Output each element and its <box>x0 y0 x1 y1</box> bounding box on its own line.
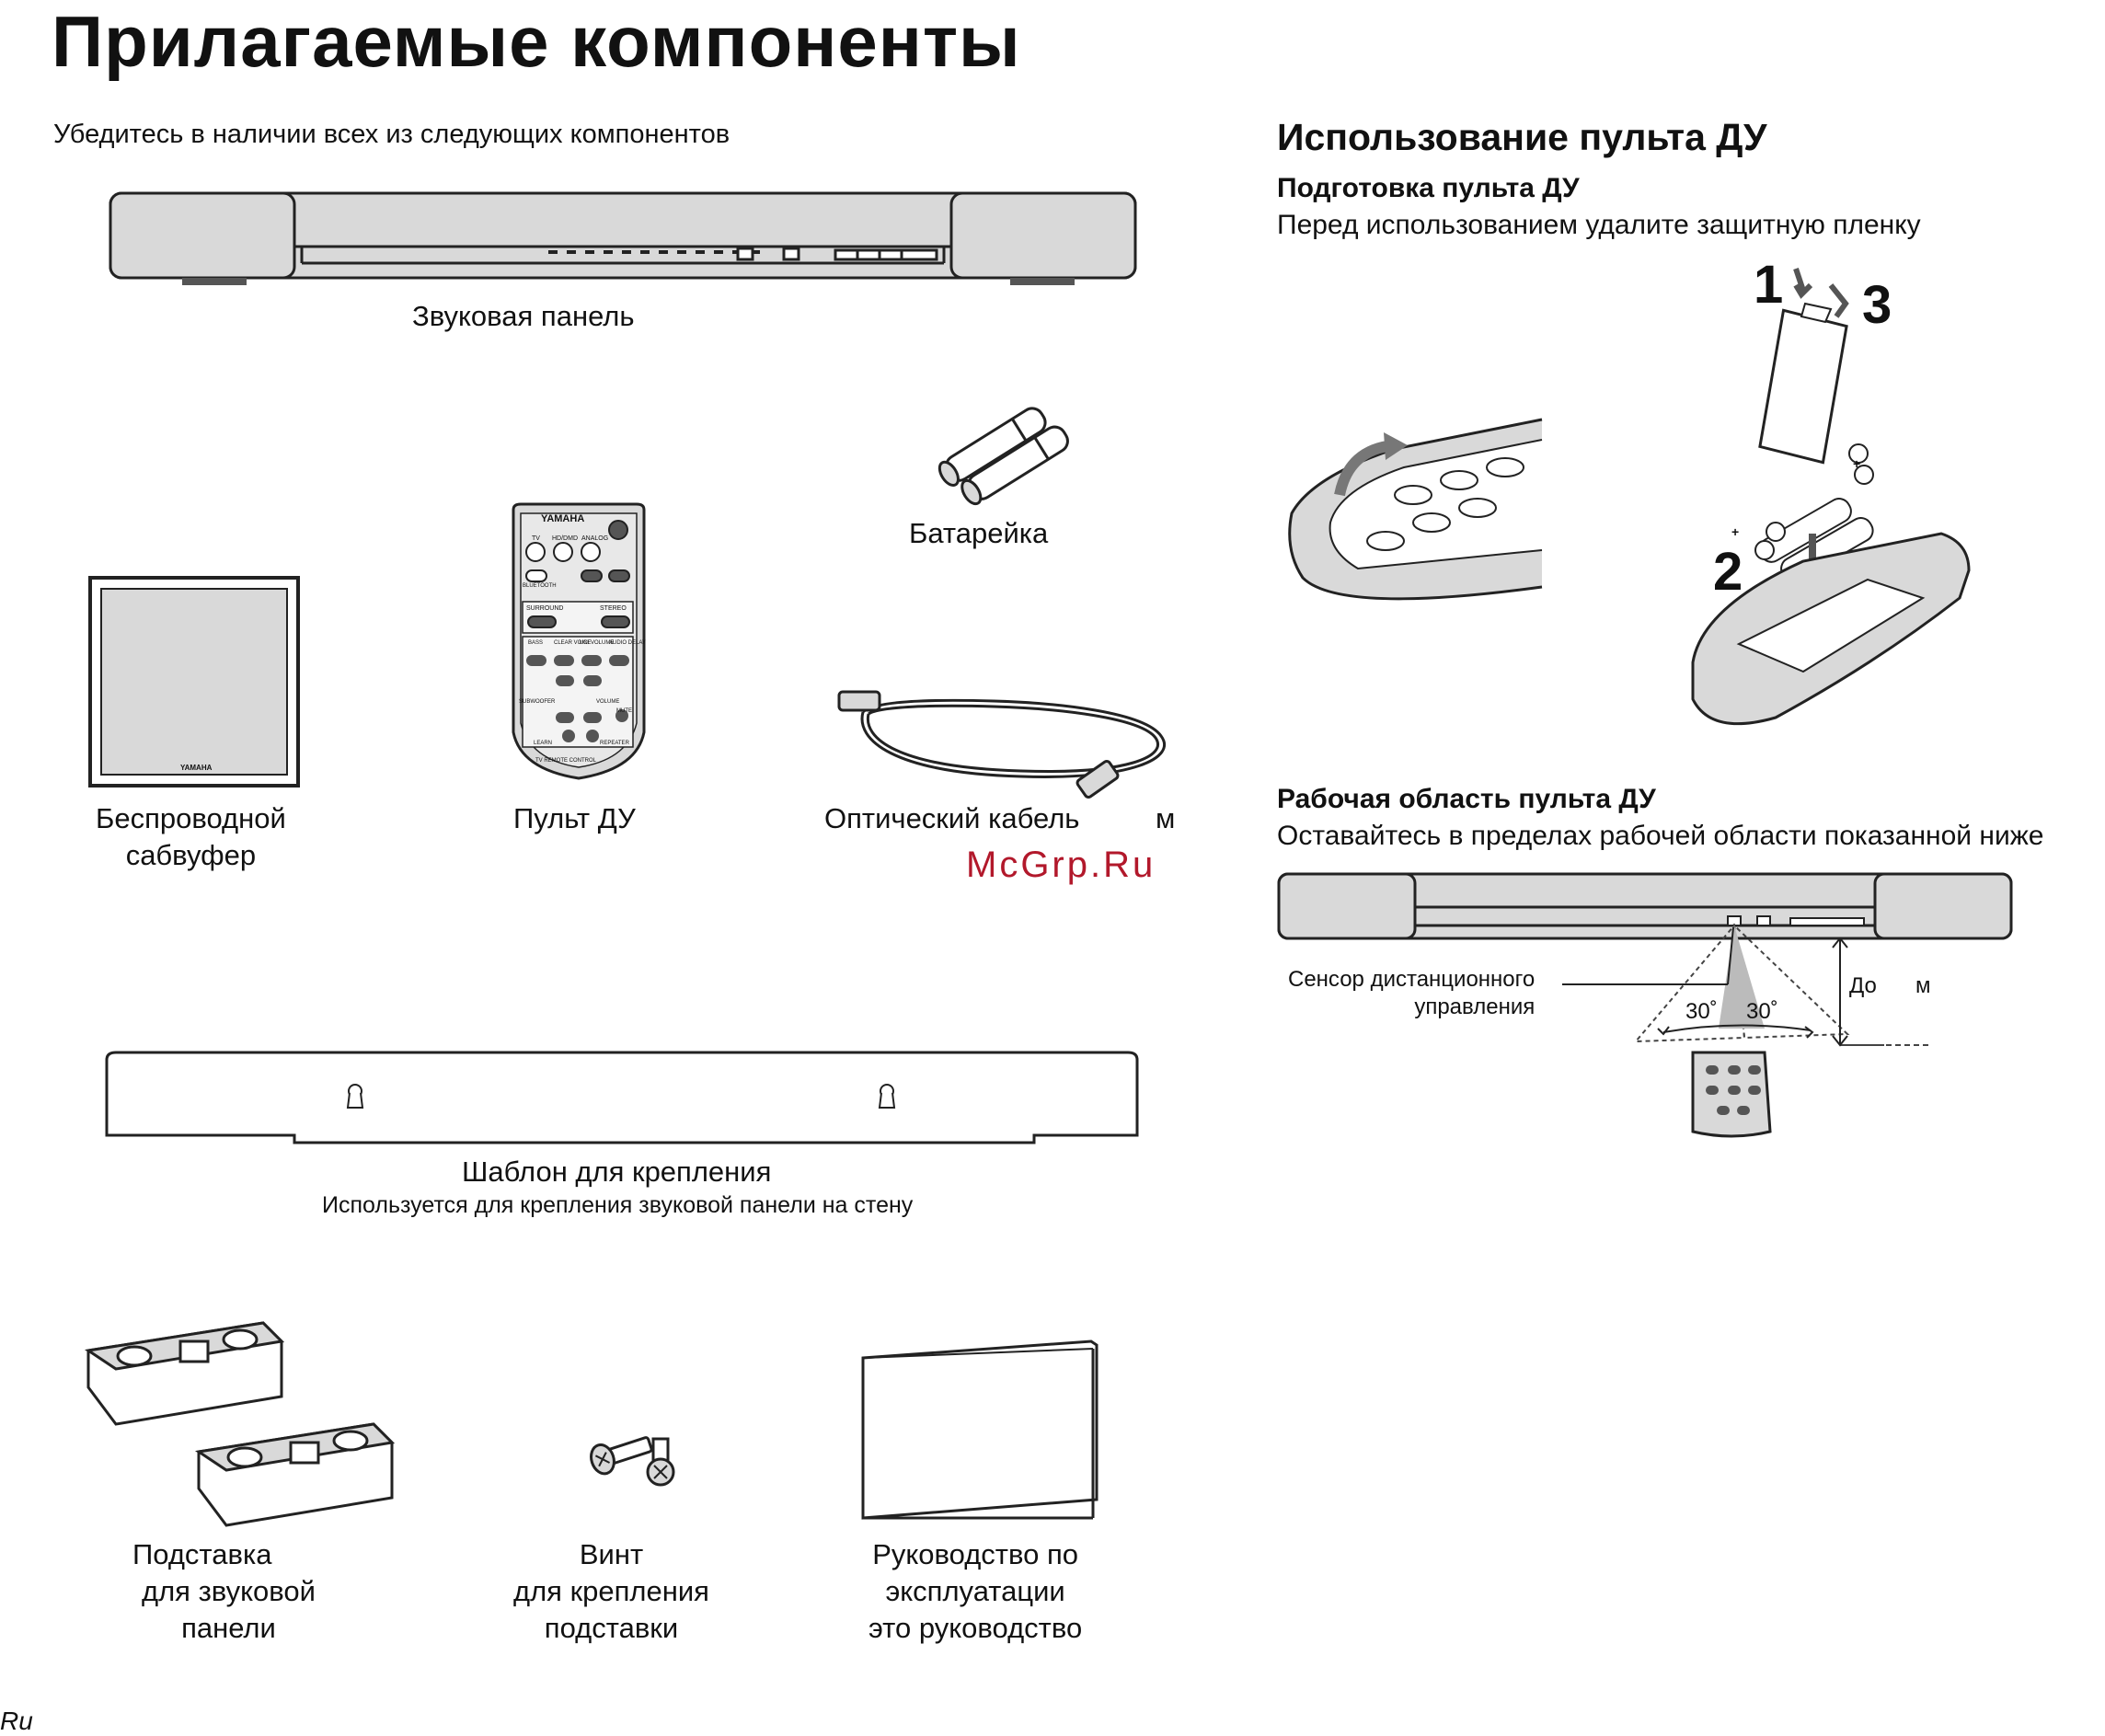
sensor-label-line1: Сенсор дистанционного <box>1288 967 1536 992</box>
stand-caption-line2: для звуковой <box>142 1575 316 1607</box>
screw-caption: Винт для крепления подставки <box>513 1536 709 1647</box>
remote-uni-volume-label: UNI VOLUME <box>580 640 615 646</box>
range-text: Оставайтесь в пределах рабочей области п… <box>1277 821 2044 851</box>
remote-bass-label: BASS <box>528 640 544 646</box>
angle-left-label: 30˚ <box>1685 999 1718 1024</box>
subwoofer-brand: YAMAHA <box>180 764 213 772</box>
remote-audio-delay-label: AUDIO DELAY <box>609 640 646 646</box>
remote-brand-label: YAMAHA <box>541 513 585 524</box>
remote-repeater-label: REPEATER <box>600 741 629 746</box>
subwoofer-caption-line2: сабвуфер <box>125 839 257 871</box>
distance-prefix: До <box>1849 973 1877 998</box>
manual-illustration <box>861 1339 1099 1520</box>
stand-caption-line3: панели <box>181 1612 276 1644</box>
remote-bluetooth-label: BLUETOOTH <box>523 583 557 589</box>
mounting-template-illustration <box>105 1051 1139 1144</box>
optical-cable-caption: Оптический кабель <box>824 802 1080 834</box>
remote-prep-text: Перед использованием удалите защитную пл… <box>1277 210 1921 240</box>
subwoofer-caption: Беспроводной сабвуфер <box>96 800 286 874</box>
range-heading: Рабочая область пульта ДУ <box>1277 784 1656 814</box>
optical-cable-illustration <box>837 690 1167 799</box>
stand-caption-line1: Подставка <box>132 1538 272 1570</box>
intro-text: Убедитесь в наличии всех из следующих ко… <box>53 120 730 149</box>
remote-surround-label: SURROUND <box>526 605 564 612</box>
remote-usage-heading: Использование пульта ДУ <box>1277 116 1767 158</box>
remote-learn-label: LEARN <box>534 741 553 746</box>
mounting-template-caption: Шаблон для крепления <box>462 1155 772 1188</box>
remote-tv-label: TV <box>532 535 540 542</box>
subwoofer-illustration <box>88 576 300 788</box>
manual-caption-line3: это руководство <box>868 1612 1083 1644</box>
remote-caption: Пульт ДУ <box>513 802 636 834</box>
battery-plus-upper: + <box>1853 456 1861 471</box>
remote-hdmi-label: HD/DMD <box>552 535 578 542</box>
remote-illustration <box>512 502 646 780</box>
remote-analog-label: ANALOG <box>581 535 609 542</box>
remote-clear-voice-label: CLEAR VOICE <box>554 640 592 646</box>
screw-caption-line1: Винт <box>579 1538 644 1570</box>
sensor-label-line2: управления <box>1414 994 1536 1019</box>
remote-volume-label: VOLUME <box>596 699 620 705</box>
distance-unit: м <box>1915 973 1931 998</box>
sensor-label: Сенсор дистанционного управления <box>1288 966 1535 1021</box>
screw-caption-line2: для крепления <box>513 1575 709 1607</box>
screw-caption-line3: подставки <box>544 1612 679 1644</box>
battery-plus-lower: + <box>1731 524 1740 539</box>
manual-caption-line2: эксплуатации <box>885 1575 1065 1607</box>
angle-right-label: 30˚ <box>1746 999 1778 1024</box>
film-removal-illustration <box>1288 418 1543 601</box>
step-2-number: 2 <box>1713 542 1743 602</box>
step-1-number: 1 <box>1754 255 1784 315</box>
manual-caption: Руководство по эксплуатации это руководс… <box>868 1536 1082 1647</box>
range-diagram <box>1277 872 2013 1138</box>
watermark: McGrp.Ru <box>966 845 1156 885</box>
battery-caption: Батарейка <box>909 517 1049 549</box>
soundbar-caption: Звуковая панель <box>412 300 635 332</box>
battery-illustration <box>937 407 1069 506</box>
footer-language: Ru <box>0 1707 33 1735</box>
stand-caption: Подставка для звуковой панели <box>132 1536 316 1647</box>
battery-replacement-illustration <box>1691 268 1971 726</box>
screw-illustration <box>590 1436 675 1487</box>
remote-tv-remote-label: TV REMOTE CONTROL <box>535 758 597 764</box>
remote-prep-heading: Подготовка пульта ДУ <box>1277 173 1580 203</box>
remote-stereo-label: STEREO <box>600 605 627 612</box>
subwoofer-caption-line1: Беспроводной <box>96 802 286 834</box>
stand-illustration <box>84 1321 396 1527</box>
mounting-template-desc: Используется для крепления звуковой пане… <box>322 1192 914 1218</box>
remote-mute-label: MUTE <box>616 708 632 714</box>
remote-subwoofer-label: SUBWOOFER <box>519 699 556 705</box>
step-3-number: 3 <box>1862 275 1892 335</box>
page-title: Прилагаемые компоненты <box>52 1 1021 82</box>
soundbar-illustration <box>109 191 1137 285</box>
optical-cable-length-unit: м <box>1156 802 1176 834</box>
manual-caption-line1: Руководство по <box>872 1538 1078 1570</box>
